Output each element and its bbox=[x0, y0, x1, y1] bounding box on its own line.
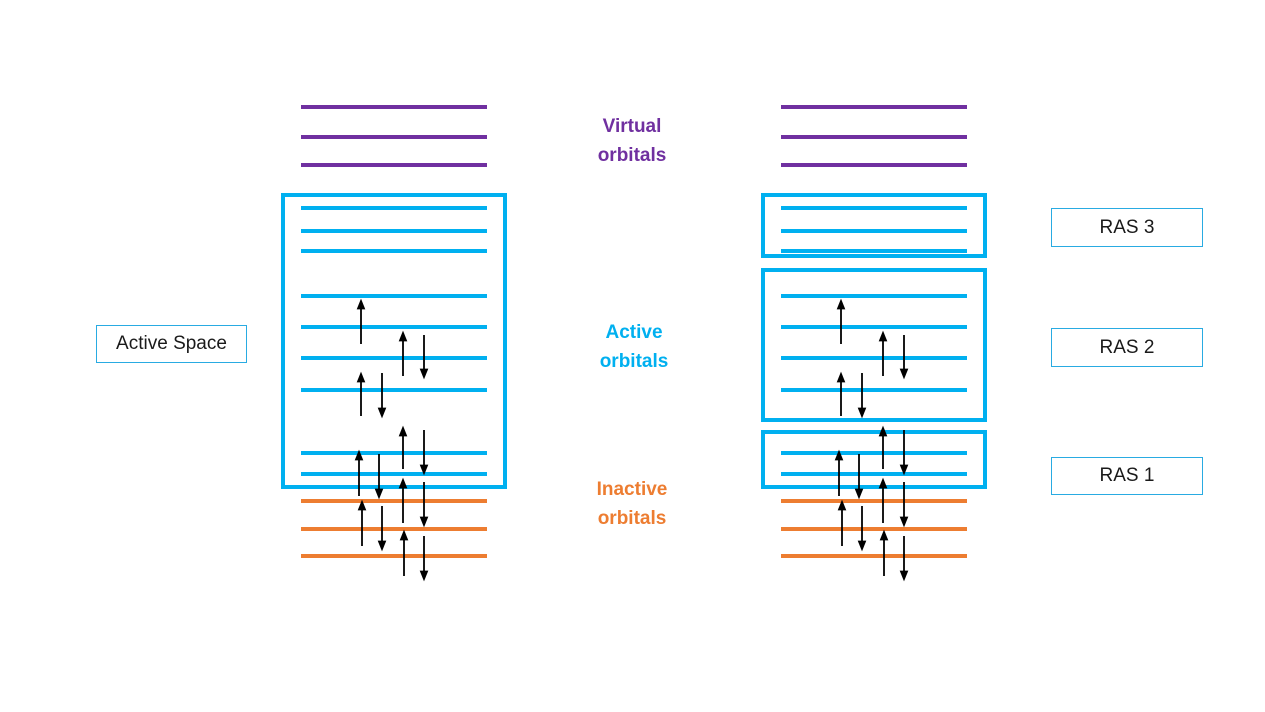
active-label-line1: Active bbox=[605, 322, 663, 343]
inactive-label-line2: orbitals bbox=[597, 508, 667, 529]
ras2-label: RAS 2 bbox=[1051, 328, 1203, 367]
virtual-label-line2: orbitals bbox=[597, 145, 667, 166]
active-space-label: Active Space bbox=[96, 325, 247, 363]
active-space-box bbox=[281, 193, 507, 489]
inactive-label-line1: Inactive bbox=[596, 479, 668, 500]
ras1-label: RAS 1 bbox=[1051, 457, 1203, 495]
ras3-label: RAS 3 bbox=[1051, 208, 1203, 247]
active-orbitals-label: Active orbitals bbox=[564, 318, 704, 376]
virtual-label-line1: Virtual bbox=[602, 116, 662, 137]
ras1-box bbox=[761, 430, 987, 489]
inactive-orbitals-label: Inactive orbitals bbox=[562, 475, 702, 533]
ras2-box bbox=[761, 268, 987, 422]
virtual-orbitals-label: Virtual orbitals bbox=[562, 112, 702, 170]
ras3-box bbox=[761, 193, 987, 258]
active-label-line2: orbitals bbox=[599, 351, 669, 372]
